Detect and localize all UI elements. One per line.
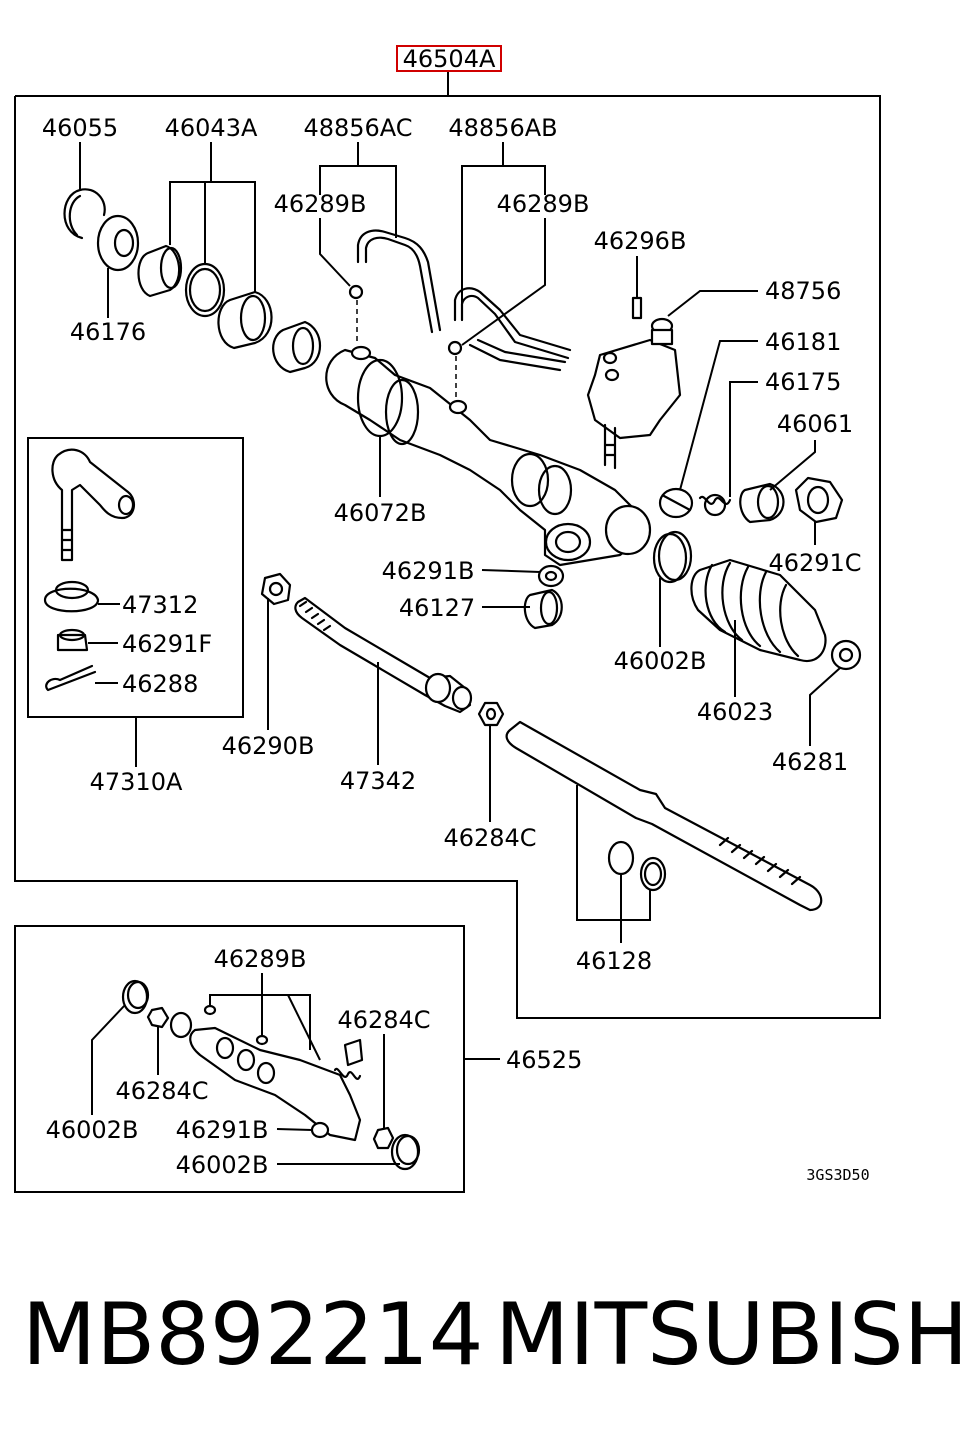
label-46043A: 46043A bbox=[165, 114, 258, 142]
label-46284C: 46284C bbox=[443, 824, 536, 852]
label-46055: 46055 bbox=[42, 114, 118, 142]
label-46127: 46127 bbox=[399, 594, 475, 622]
rack-bushing-drawing bbox=[272, 320, 321, 374]
kit-label-46002B-bottom: 46002B bbox=[176, 1151, 269, 1179]
rack-drawing bbox=[505, 720, 823, 912]
kit-label-46284C-bottom: 46284C bbox=[115, 1077, 208, 1105]
label-46175: 46175 bbox=[765, 368, 841, 396]
label-48856AB: 48856AB bbox=[448, 114, 557, 142]
bushing-set-46043A-drawing bbox=[137, 244, 273, 350]
label-46002B: 46002B bbox=[614, 647, 707, 675]
label-46128: 46128 bbox=[576, 947, 652, 975]
gear-housing-drawing bbox=[325, 345, 652, 567]
label-46289B-right: 46289B bbox=[497, 190, 590, 218]
assembly-number-highlight bbox=[396, 45, 502, 72]
assembly-number-label: 46504A bbox=[403, 45, 496, 73]
boot-and-clamp-drawing bbox=[652, 530, 862, 671]
kit-label-46525: 46525 bbox=[506, 1046, 582, 1074]
kit-label-46289B: 46289B bbox=[214, 945, 307, 973]
label-46291B: 46291B bbox=[382, 557, 475, 585]
label-46023: 46023 bbox=[697, 698, 773, 726]
pressure-lines-drawing bbox=[348, 229, 572, 398]
label-46290B: 46290B bbox=[222, 732, 315, 760]
kit-label-46284C-top: 46284C bbox=[337, 1006, 430, 1034]
label-46061: 46061 bbox=[777, 410, 853, 438]
label-47310A: 47310A bbox=[90, 768, 183, 796]
label-46176: 46176 bbox=[70, 318, 146, 346]
label-46288: 46288 bbox=[122, 670, 198, 698]
kit-label-46291B: 46291B bbox=[176, 1116, 269, 1144]
label-46072B: 46072B bbox=[334, 499, 427, 527]
label-47312: 47312 bbox=[122, 591, 198, 619]
caption: MB892214 MITSUBISHI bbox=[0, 1285, 960, 1395]
part-number: MB892214 bbox=[22, 1285, 484, 1385]
label-46289B-left: 46289B bbox=[274, 190, 367, 218]
snap-ring-drawing bbox=[63, 188, 106, 240]
label-46291C: 46291C bbox=[768, 549, 861, 577]
label-47342: 47342 bbox=[340, 767, 416, 795]
label-46181: 46181 bbox=[765, 328, 841, 356]
seal-kit-drawing bbox=[121, 979, 421, 1171]
brand-name: MITSUBISHI bbox=[495, 1285, 960, 1385]
yoke-parts-drawing bbox=[658, 476, 844, 524]
tie-rod-drawing bbox=[260, 572, 505, 727]
tie-rod-end-drawing bbox=[43, 448, 136, 692]
label-46291F: 46291F bbox=[122, 630, 212, 658]
label-46281: 46281 bbox=[772, 748, 848, 776]
kit-label-46002B-left: 46002B bbox=[46, 1116, 139, 1144]
diagram-code: 3GS3D50 bbox=[806, 1166, 869, 1184]
bushing-46176-drawing bbox=[96, 214, 140, 272]
main-assembly-frame bbox=[14, 95, 881, 1019]
valve-housing-drawing bbox=[586, 296, 682, 470]
label-48856AC: 48856AC bbox=[303, 114, 412, 142]
label-46296B: 46296B bbox=[594, 227, 687, 255]
nut-and-plug-drawing bbox=[523, 564, 565, 630]
leader-lines bbox=[79, 142, 841, 1165]
label-48756: 48756 bbox=[765, 277, 841, 305]
